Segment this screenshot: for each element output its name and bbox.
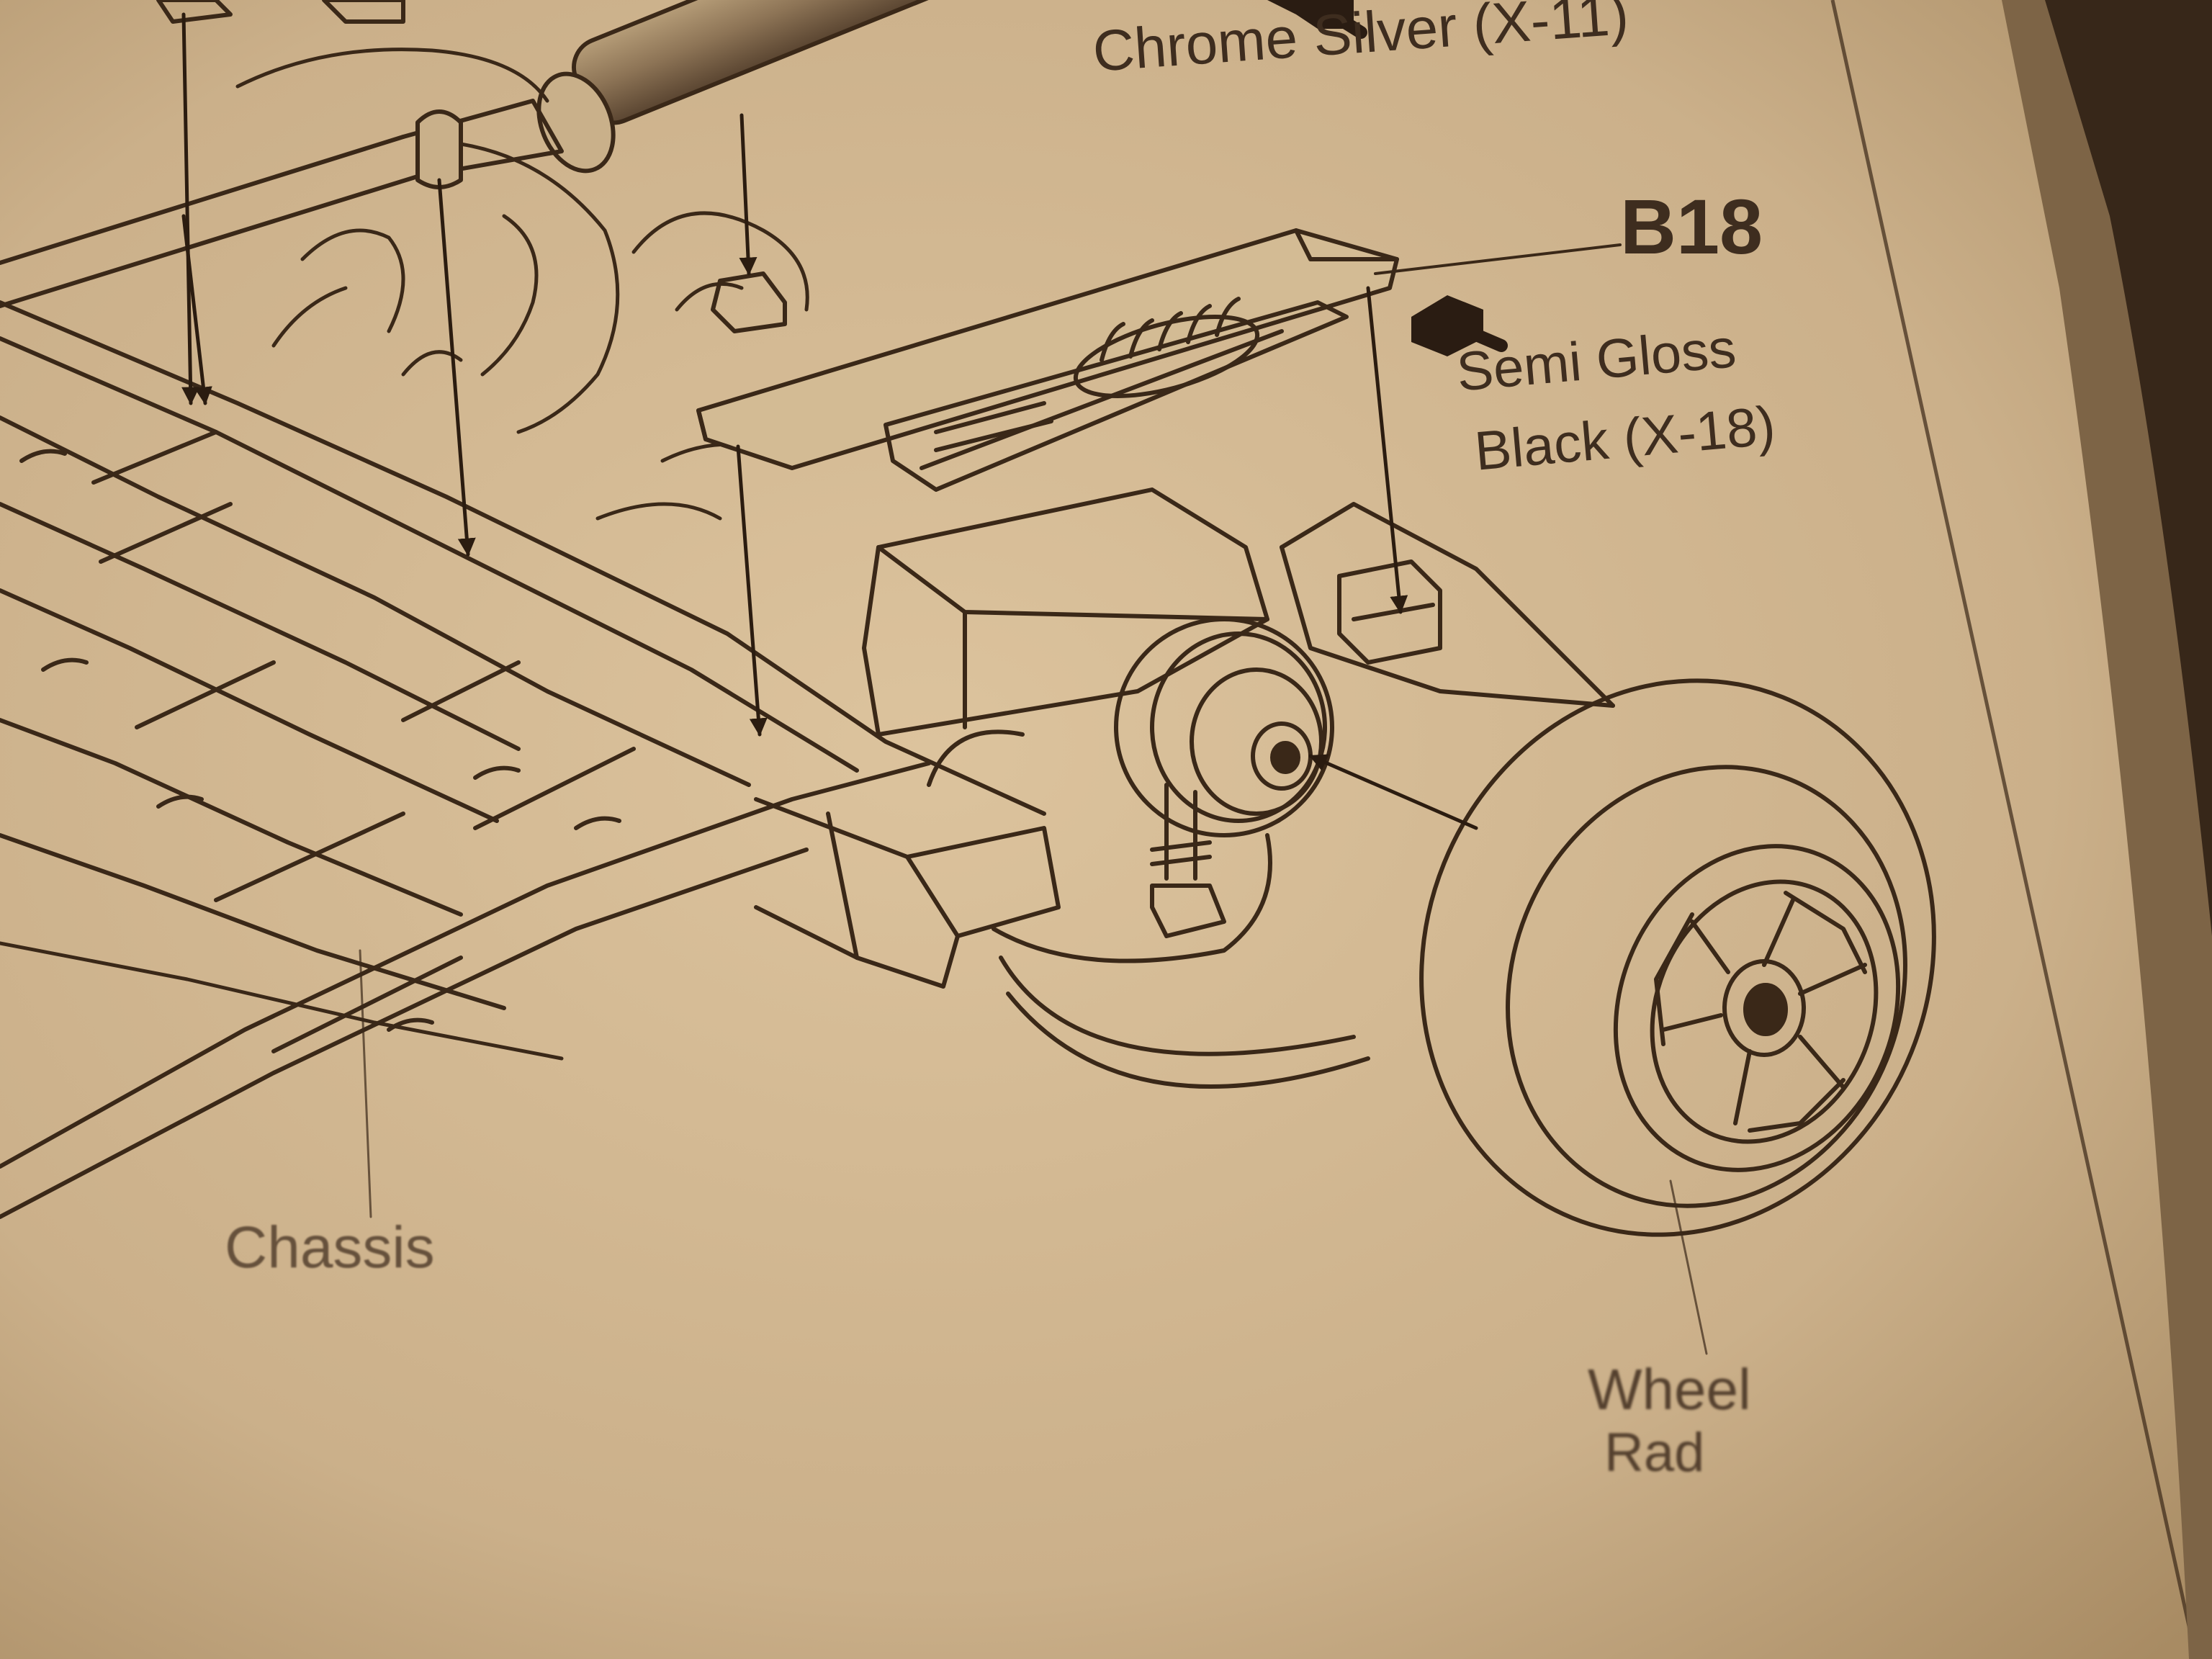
part-number-leader: [1374, 243, 1622, 275]
upper-rod: [0, 0, 1085, 308]
page-border-line: [1830, 0, 2198, 1659]
shock-spring: [1073, 315, 1260, 398]
top-part-right: [322, 0, 405, 24]
assembly-arrows: [181, 12, 1478, 830]
page-edge-shadow: [2045, 0, 2212, 936]
wheel-leader-line: [1669, 1179, 1708, 1355]
arrow-6: [1366, 286, 1408, 614]
top-part-left: [156, 0, 233, 24]
part-b18: [696, 228, 1399, 492]
chassis-leader-line: [359, 949, 372, 1218]
part-label-wheel: Wheel: [1588, 1357, 1751, 1421]
paint-swatch-black: [1411, 295, 1508, 356]
part-label-rad: Rad: [1604, 1422, 1705, 1483]
part-label-chassis: Chassis: [225, 1215, 435, 1280]
arrow-5: [736, 444, 768, 737]
gearbox: [862, 487, 1615, 737]
mount-block-upper: [711, 271, 787, 333]
chassis-floor: [0, 300, 1061, 1219]
arrow-3: [437, 178, 476, 557]
paint-swatch-silver: [1267, 0, 1367, 39]
arrow-2: [181, 214, 212, 405]
arrow-1: [181, 12, 200, 405]
arrow-7: [1308, 754, 1478, 830]
mount-block-right: [1337, 559, 1442, 665]
arrow-4: [739, 113, 757, 276]
part-number-label: B18: [1620, 183, 1763, 270]
axle-boot: [927, 617, 1370, 1089]
wheel: [1419, 678, 1936, 1237]
